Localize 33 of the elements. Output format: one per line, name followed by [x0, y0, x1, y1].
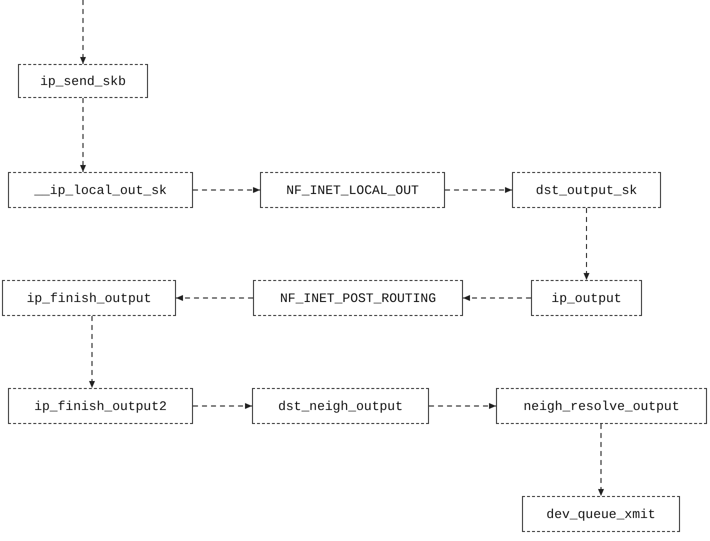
function-name: NF_INET_LOCAL_OUT: [286, 182, 419, 198]
function-name: ip_finish_output: [26, 290, 152, 306]
function-name: neigh_resolve_output: [523, 398, 680, 414]
function-box: [8, 388, 193, 424]
function-box: [2, 280, 176, 316]
arrow: [80, 0, 86, 64]
function-name: __ip_local_out_sk: [34, 182, 167, 198]
arrow: [89, 316, 95, 388]
function-box: [531, 280, 642, 316]
function-box: [496, 388, 707, 424]
arrow: [462, 295, 532, 301]
arrow: [444, 187, 512, 193]
function-box: [522, 496, 680, 532]
arrow: [176, 295, 254, 301]
function-name: NF_INET_POST_ROUTING: [280, 290, 436, 306]
function-box: [512, 172, 661, 208]
arrow: [192, 187, 260, 193]
function-name: dst_output_sk: [536, 182, 638, 198]
function-name: ip_finish_output2: [34, 398, 167, 414]
function-box: [260, 172, 445, 208]
function-box: [253, 280, 463, 316]
arrow: [80, 98, 86, 172]
arrow: [598, 424, 604, 496]
function-box: [18, 64, 148, 98]
function-name: dst_neigh_output: [278, 398, 403, 414]
arrow: [584, 208, 590, 280]
function-name: ip_send_skb: [40, 74, 126, 88]
arrow: [192, 403, 252, 409]
arrow: [428, 403, 496, 409]
function-name: dev_queue_xmit: [546, 506, 656, 522]
function-box: [8, 172, 193, 208]
function-name: ip_output: [551, 290, 622, 306]
function-box: [252, 388, 429, 424]
